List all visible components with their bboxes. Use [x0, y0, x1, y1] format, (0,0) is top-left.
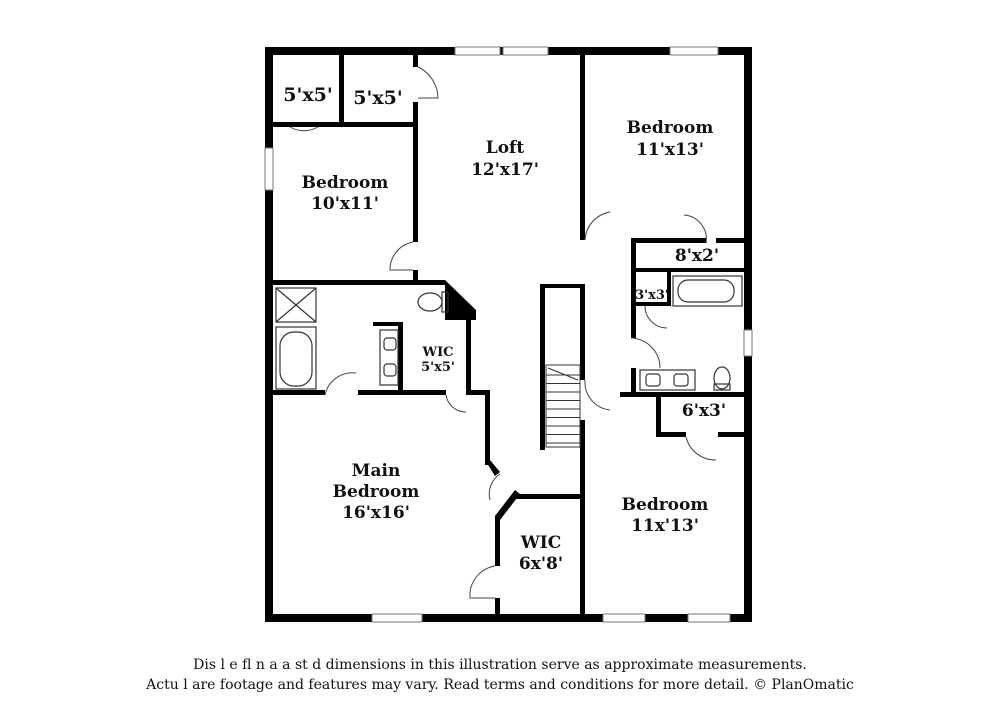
bedroom-se-size: 11x'13' — [631, 516, 699, 536]
bedroom-nw-name: Bedroom — [302, 173, 389, 193]
disclaimer-line-1: Dis l e fl n a a st d dimensions in this… — [193, 657, 807, 673]
main-bedroom-name-1: Main — [352, 461, 401, 481]
bedroom-nw-size: 10'x11' — [311, 194, 379, 214]
loft-size: 12'x17' — [471, 160, 539, 180]
wic-small-size: 5'x5' — [421, 360, 455, 375]
doors — [289, 66, 717, 599]
interior-walls — [273, 55, 744, 614]
staircase — [545, 364, 581, 448]
loft-name: Loft — [486, 138, 525, 158]
wic-main-name: WIC — [520, 533, 562, 553]
wic-small-name: WIC — [421, 345, 453, 360]
floor-plan: 5'x5' 5'x5' Loft 12'x17' Bedroom 11'x13'… — [264, 46, 753, 623]
bedroom-ne-size: 11'x13' — [636, 140, 704, 160]
room-labels: 5'x5' 5'x5' Loft 12'x17' Bedroom 11'x13'… — [283, 84, 726, 574]
bath-fixtures — [275, 275, 743, 391]
closet-a-size: 5'x5' — [283, 84, 332, 106]
main-bedroom-size: 16'x16' — [342, 503, 410, 523]
closet-3x3-size: 3'x3' — [635, 288, 669, 303]
main-bedroom-name-2: Bedroom — [333, 482, 420, 502]
windows — [264, 46, 753, 623]
wic-main-size: 6x'8' — [519, 554, 563, 574]
bedroom-ne-name: Bedroom — [627, 118, 714, 138]
disclaimer-line-2: Actu l are footage and features may vary… — [146, 677, 854, 693]
closet-8x2-size: 8'x2' — [675, 246, 719, 266]
bedroom-se-name: Bedroom — [622, 495, 709, 515]
closet-6x3-size: 6'x3' — [682, 401, 726, 421]
closet-b-size: 5'x5' — [353, 87, 402, 109]
